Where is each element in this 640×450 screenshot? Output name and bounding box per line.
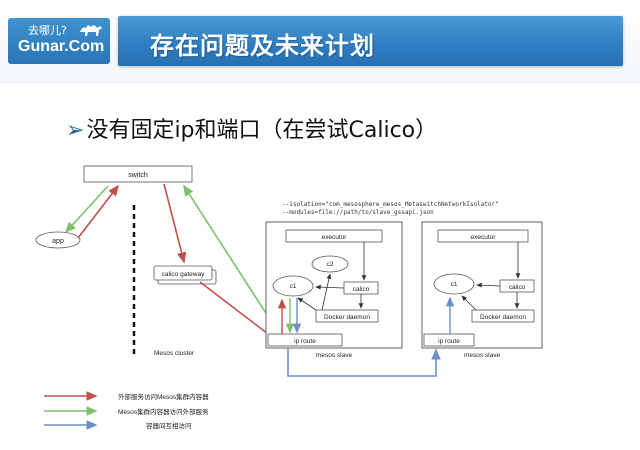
bullet-text: 没有固定ip和端口（在尝试Calico） xyxy=(86,118,438,143)
app-label: app xyxy=(52,238,64,245)
switch-node: switch xyxy=(83,165,193,183)
bullet-item: ➢没有固定ip和端口（在尝试Calico） xyxy=(66,112,437,144)
legend-text-blue: 容器间互相访问 xyxy=(146,421,192,430)
slave2-calico: calico xyxy=(509,284,526,291)
calico-gateway-node: calico gateway xyxy=(153,265,217,285)
calico-gateway-label: calico gateway xyxy=(162,271,205,278)
config-line-1: --isolation="com_mesosphere_mesos_Metasw… xyxy=(282,201,499,208)
mesos-slave-2: executor c1 calico Docker daemon ip rout… xyxy=(421,221,543,349)
slave1-calico: calico xyxy=(353,286,370,293)
slave2-executor: executor xyxy=(471,234,497,241)
arrow-blue-slave-to-slave xyxy=(287,348,441,377)
switch-label: switch xyxy=(128,172,148,179)
page-title: 存在问题及未来计划 xyxy=(150,32,375,60)
arrow-green-switch-app xyxy=(64,185,109,234)
legend: 外部服务访问Mesos集群内容器 Mesos集群内容器访问外部服务 容器间互相访… xyxy=(44,391,209,430)
slave1-c1: c1 xyxy=(290,283,297,290)
slave1-label: mesos slave xyxy=(316,352,353,359)
bullet-arrow-icon: ➢ xyxy=(66,118,85,143)
slave1-docker: Docker daemon xyxy=(324,314,370,321)
logo-en-text: Gunar.Com xyxy=(18,38,105,55)
slave1-executor: executor xyxy=(322,234,348,241)
slave2-docker: Docker daemon xyxy=(480,314,526,321)
arrow-red-switch-gateway xyxy=(163,183,187,264)
title-bar xyxy=(118,16,623,66)
mesos-slave-1: executor c1 c2 calico Docker daemon ip r… xyxy=(265,221,403,349)
slide-header: 去哪儿? Gunar.Com 存在问题及未来计划 xyxy=(0,0,640,84)
slave2-c1: c1 xyxy=(451,281,458,288)
mesos-cluster-label: Mesos cluster xyxy=(154,350,195,357)
app-node: app xyxy=(35,231,81,249)
slave2-ip-route: ip route xyxy=(438,338,460,345)
arrow-red-gateway-slave xyxy=(199,281,278,341)
slave1-ip-route: ip route xyxy=(294,338,316,345)
config-line-2: --modules=file://path/to/slave_gssapi.js… xyxy=(282,209,434,216)
camel-icon xyxy=(80,25,102,36)
legend-text-green: Mesos集群内容器访问外部服务 xyxy=(118,407,209,416)
legend-text-red: 外部服务访问Mesos集群内容器 xyxy=(118,392,209,401)
arrow-red-app-switch xyxy=(77,184,119,239)
slave2-label: mesos slave xyxy=(464,352,501,359)
slave1-c2: c2 xyxy=(327,261,334,268)
logo-cn-text: 去哪儿? xyxy=(28,24,67,37)
